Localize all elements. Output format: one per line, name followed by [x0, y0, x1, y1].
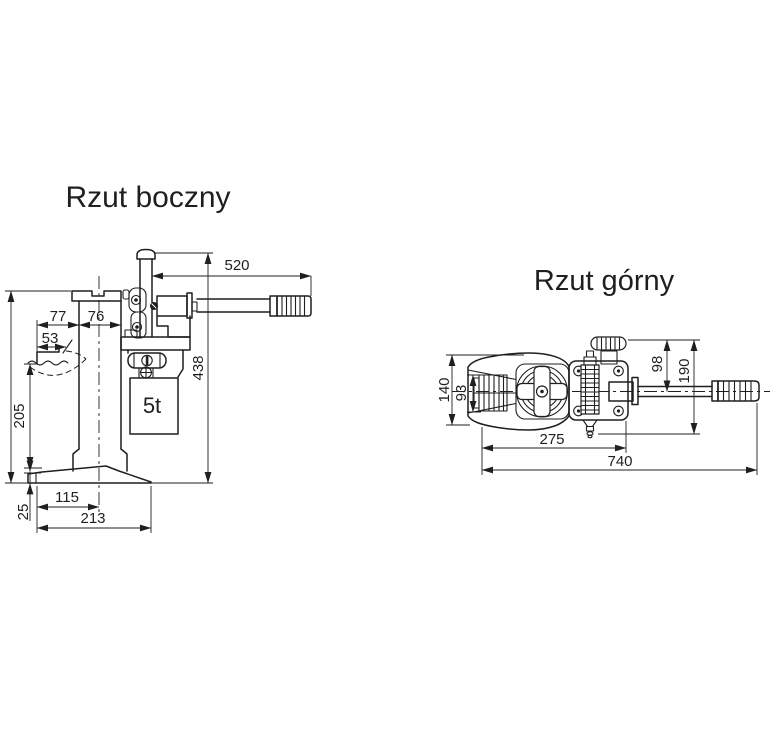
side-saddle	[71, 290, 122, 302]
dim-115-label: 115	[55, 489, 79, 506]
dim-98-label: 98	[649, 356, 666, 373]
grip-ribs	[281, 295, 306, 317]
capacity-label: 5t	[143, 393, 161, 418]
valve-handle-ribs	[596, 337, 621, 350]
dim-base-115: 115	[36, 486, 100, 533]
dim-overall-740: 740	[481, 403, 758, 475]
top-grip-ribs	[722, 380, 752, 402]
dim-height-438: 438	[155, 252, 213, 484]
dim-438-label: 438	[190, 355, 207, 380]
dim-205-label: 205	[11, 403, 28, 428]
dim-213-label: 213	[80, 510, 105, 527]
dim-base-213: 213	[36, 486, 152, 533]
side-cylinder: 5t	[129, 377, 179, 435]
dim-claw-width-93: 93	[453, 374, 481, 413]
dim-740-label: 740	[607, 453, 632, 470]
piston-ribs	[580, 368, 600, 411]
top-piston	[580, 350, 600, 415]
dim-claw-height-205: 205	[11, 363, 42, 469]
top-claw	[473, 374, 517, 412]
dim-valve-98: 98	[628, 339, 700, 392]
dim-140-label: 140	[436, 377, 453, 402]
dim-body-length-275: 275	[481, 421, 627, 453]
dim-25-label: 25	[15, 504, 32, 521]
dim-93-label: 93	[453, 385, 470, 402]
dim-toe-clearance-25: 25	[15, 460, 41, 521]
dim-520-label: 520	[224, 257, 249, 274]
side-column	[72, 300, 128, 472]
side-socket-handle	[156, 292, 312, 319]
side-pump-body	[120, 315, 191, 379]
dim-body-width-140: 140	[436, 354, 524, 426]
top-nipple	[582, 419, 598, 439]
dim-77-76: 77 76	[36, 308, 122, 352]
top-release-valve	[590, 336, 627, 365]
dim-76-label: 76	[88, 308, 105, 325]
dim-190-label: 190	[676, 358, 693, 383]
side-linkage	[122, 287, 158, 339]
top-saddle-circle	[515, 365, 569, 418]
valve-slot-bolt	[141, 354, 153, 367]
dim-53-label: 53	[42, 330, 59, 347]
top-view-title: Rzut górny	[534, 265, 675, 297]
dim-pump-190: 190	[598, 339, 700, 435]
dim-77-label: 77	[50, 308, 67, 325]
side-view-title: Rzut boczny	[65, 181, 230, 214]
dim-left-height	[5, 290, 213, 484]
top-handle	[608, 376, 760, 406]
dim-handle-520: 520	[151, 257, 312, 296]
dim-claw-53: 53	[36, 330, 67, 351]
side-base	[27, 465, 152, 484]
side-view-drawing: 5t 205 25 115 213	[5, 248, 312, 533]
top-view-drawing: 140 93 98 190 275 740	[436, 336, 770, 475]
dim-275-label: 275	[539, 431, 564, 448]
